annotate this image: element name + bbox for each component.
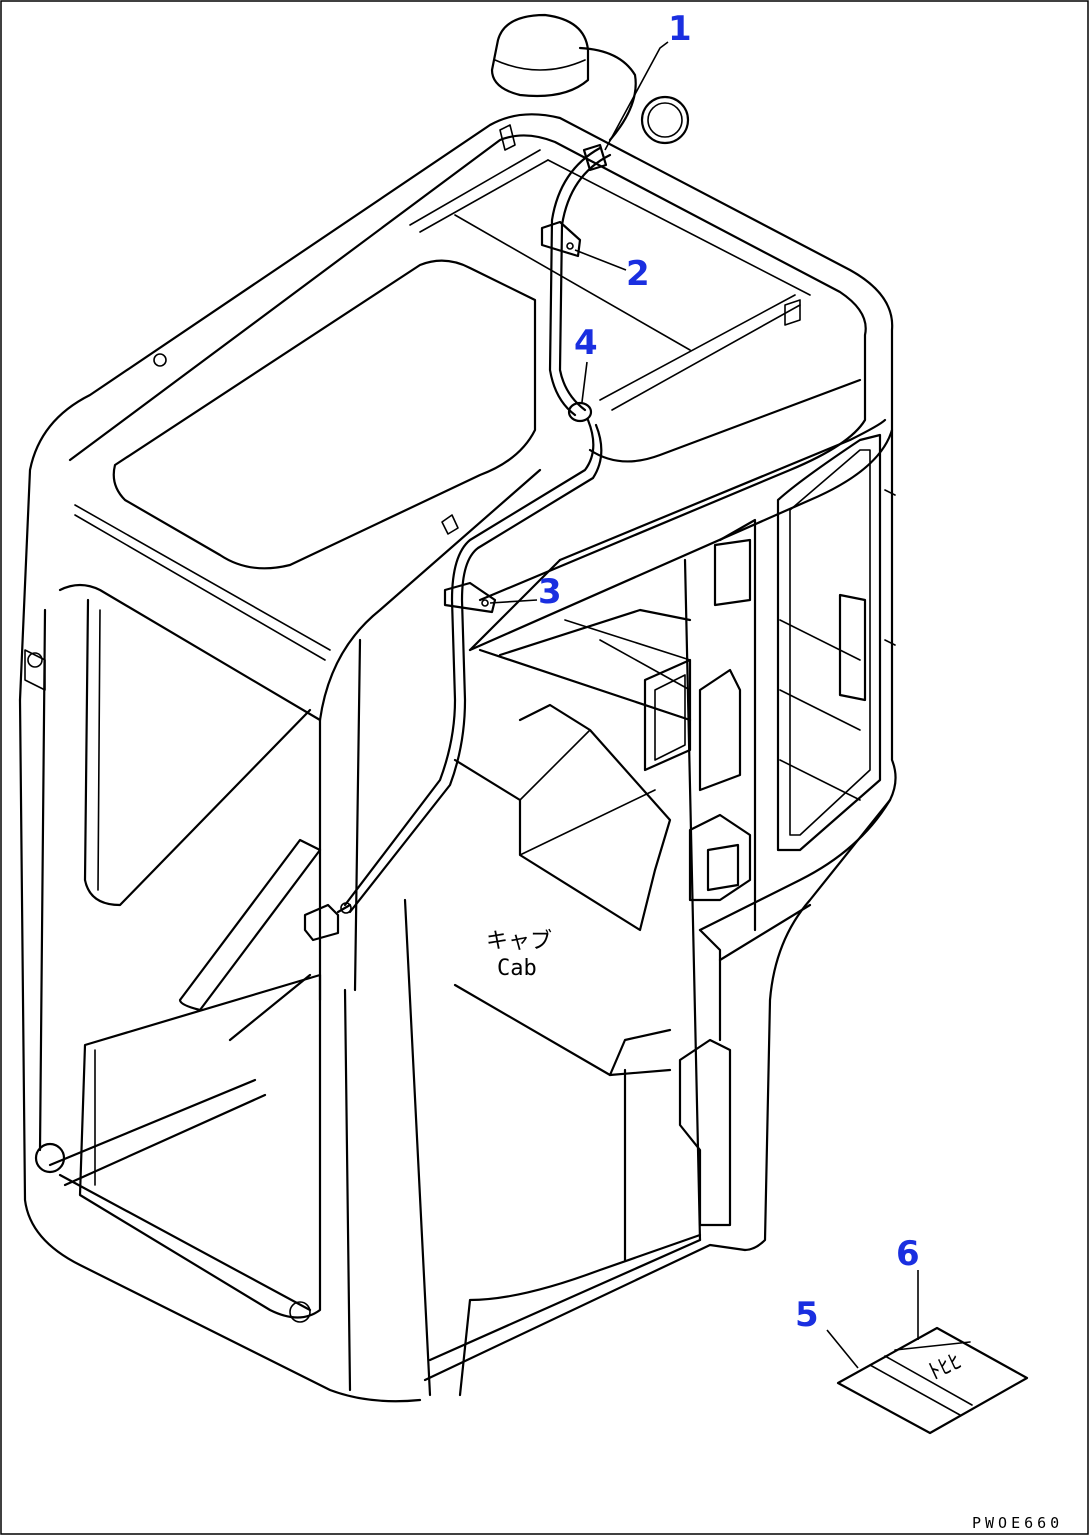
callout-2: 2 [626, 254, 650, 294]
callout-6: 6 [896, 1234, 920, 1274]
cab-label-english: Cab [497, 956, 537, 981]
callout-leaders [489, 41, 919, 1369]
callout-4: 4 [574, 323, 598, 363]
svg-text:ﾄﾋﾋ: ﾄﾋﾋ [925, 1349, 965, 1386]
callout-3: 3 [538, 572, 562, 612]
callout-1: 1 [668, 9, 692, 49]
cab-label-japanese: キャブ [486, 929, 552, 954]
wire-harness [303, 143, 612, 942]
cab-body [18, 113, 897, 1403]
beacon-lamp [490, 13, 690, 145]
drawing-code: PWOE660 [972, 1514, 1063, 1532]
callout-5: 5 [795, 1295, 819, 1335]
label-plate: ﾄﾋﾋ [836, 1326, 1029, 1435]
